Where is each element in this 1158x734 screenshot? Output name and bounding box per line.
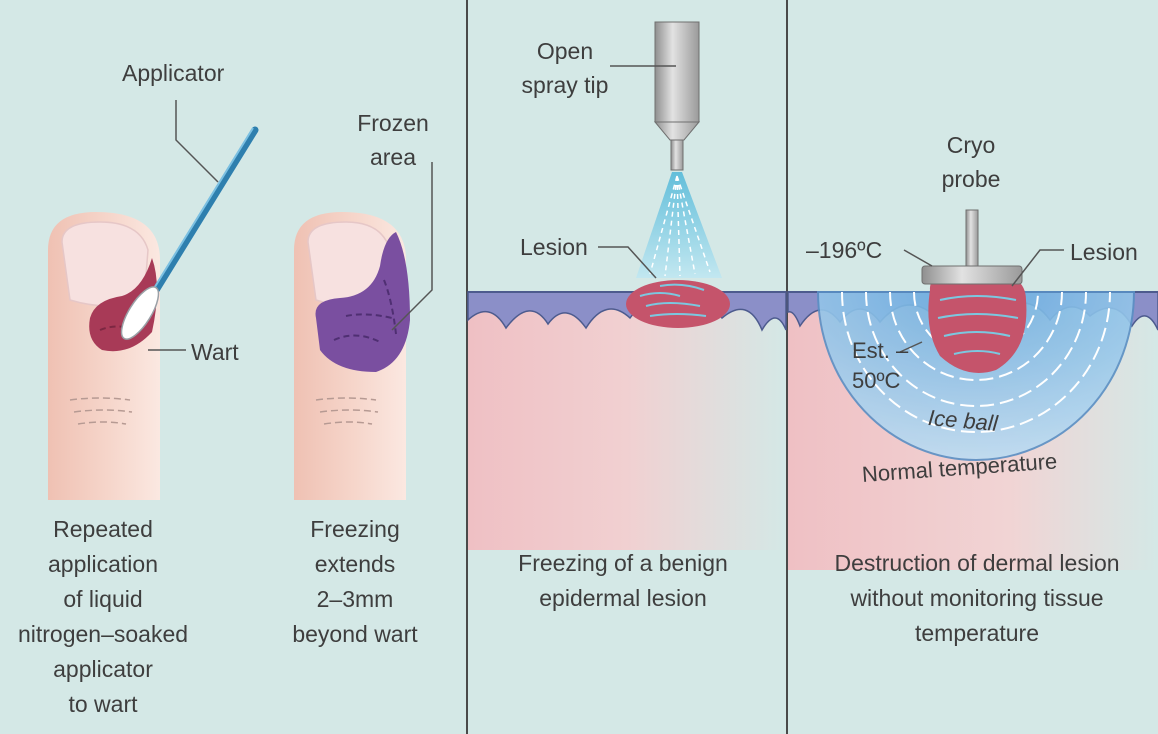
- caption-line: application: [48, 551, 158, 577]
- label-probe-temp: –196ºC: [806, 237, 883, 263]
- leader-lesion-3: [598, 246, 657, 279]
- label-frozen-area: Frozen area: [340, 106, 446, 174]
- spray-cone: [636, 172, 722, 278]
- spray-tip: [653, 21, 701, 171]
- label-line: 50ºC: [852, 368, 901, 393]
- leader-frozen: [391, 162, 433, 331]
- caption-line: extends: [314, 551, 396, 577]
- leader-lesion-4: [1011, 249, 1064, 287]
- caption-panel-1: Repeated application of liquid nitrogen–…: [0, 512, 206, 722]
- caption-line: applicator: [53, 656, 153, 682]
- label-line: area: [369, 144, 417, 170]
- ice-ball: [816, 291, 1136, 461]
- label-cryo-probe: Cryo probe: [924, 128, 1018, 196]
- caption-line: Destruction of dermal lesion: [834, 550, 1120, 576]
- skin-section-3: [467, 291, 787, 550]
- label-line: Cryo: [946, 132, 996, 158]
- leader-est-temp: [899, 341, 923, 353]
- caption-line: beyond wart: [292, 621, 418, 647]
- applicator: [120, 126, 259, 340]
- cryo-probe: [921, 209, 1023, 285]
- label-line: Frozen: [357, 110, 429, 136]
- caption-line: Freezing: [310, 516, 400, 542]
- label-applicator: Applicator: [122, 60, 225, 86]
- finger-1: [48, 212, 160, 500]
- caption-line: nitrogen–soaked: [17, 621, 189, 647]
- label-est-temp: Est. – 50ºC: [852, 336, 908, 396]
- label-line: spray tip: [521, 72, 609, 98]
- caption-panel-2: Freezing extends 2–3mm beyond wart: [262, 512, 448, 652]
- caption-line: Repeated: [53, 516, 153, 542]
- label-line: Est. –: [852, 338, 909, 363]
- caption-line: epidermal lesion: [539, 585, 707, 611]
- label-line: probe: [941, 166, 1001, 192]
- leader-applicator: [175, 100, 219, 183]
- label-spray-tip: Open spray tip: [508, 34, 622, 102]
- caption-line: without monitoring tissue: [850, 585, 1104, 611]
- finger-2: [294, 212, 410, 500]
- caption-panel-4: Destruction of dermal lesion without mon…: [808, 546, 1146, 651]
- label-lesion-3: Lesion: [520, 234, 588, 260]
- lesion-4: [928, 270, 1027, 373]
- label-lesion-4: Lesion: [1070, 239, 1138, 265]
- label-line: Open: [536, 38, 594, 64]
- leader-probe-temp: [903, 249, 933, 267]
- caption-line: temperature: [914, 620, 1039, 646]
- caption-line: of liquid: [63, 586, 143, 612]
- caption-line: Freezing of a benign: [518, 550, 728, 576]
- label-wart: Wart: [191, 339, 239, 365]
- caption-panel-3: Freezing of a benign epidermal lesion: [490, 546, 756, 616]
- caption-line: to wart: [68, 691, 138, 717]
- caption-line: 2–3mm: [316, 586, 394, 612]
- lesion-3: [626, 280, 730, 328]
